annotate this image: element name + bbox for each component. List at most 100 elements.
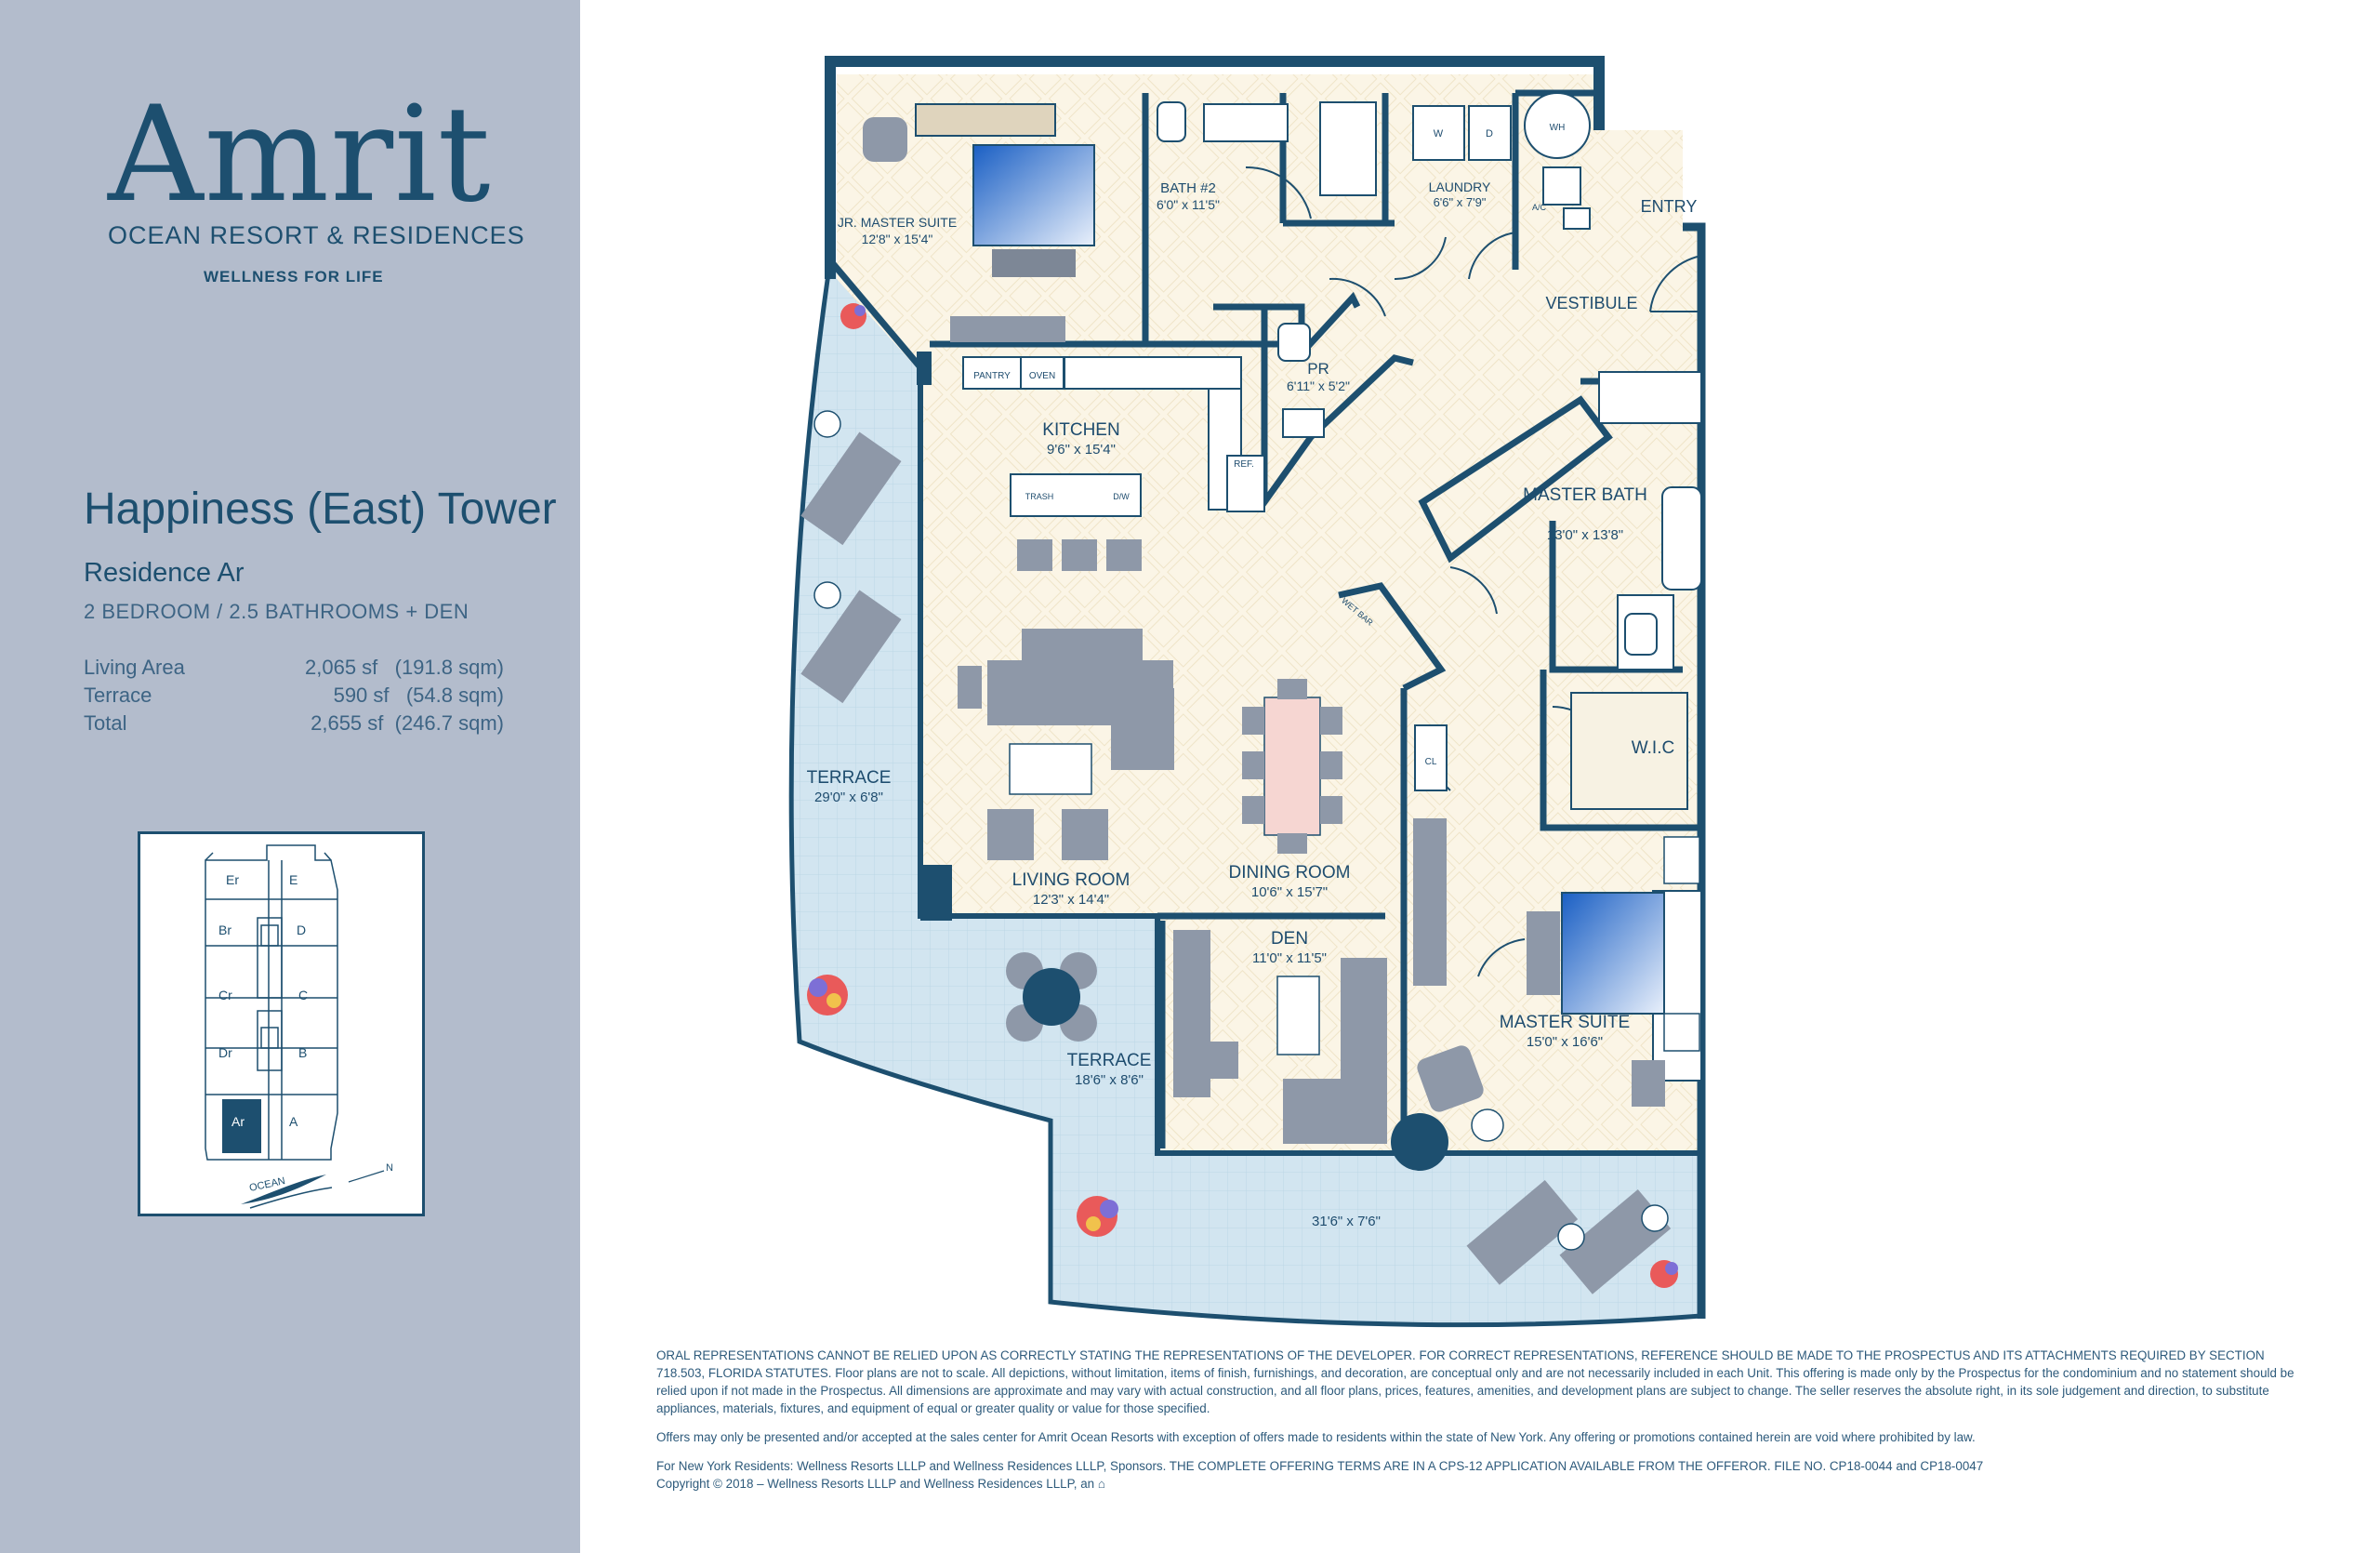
kitchen-counters bbox=[962, 356, 1265, 517]
residence-configuration: 2 BEDROOM / 2.5 BATHROOMS + DEN bbox=[84, 600, 469, 623]
room-label: ENTRY bbox=[1641, 197, 1698, 216]
washer-label: W bbox=[1434, 128, 1444, 139]
refrigerator-label: REF. bbox=[1234, 459, 1254, 470]
water-heater-label: WH bbox=[1550, 123, 1566, 133]
ac-label: A/C bbox=[1532, 203, 1547, 212]
living-furniture bbox=[958, 629, 1174, 860]
room-dims: 29'0" x 6'8" bbox=[814, 790, 883, 805]
ocean-wave-icon bbox=[241, 1175, 326, 1204]
disclaimer-paragraph: ORAL REPRESENTATIONS CANNOT BE RELIED UP… bbox=[656, 1348, 2294, 1415]
console-icon bbox=[950, 316, 1065, 342]
trash-label: TRASH bbox=[1025, 492, 1054, 501]
room-dims: 12'3" x 14'4" bbox=[1033, 892, 1109, 908]
column bbox=[1391, 1113, 1448, 1171]
sidebar: Amrit OCEAN RESORT & RESIDENCES WELLNESS… bbox=[0, 0, 580, 1553]
dryer-label: D bbox=[1486, 128, 1493, 139]
room-label: TERRACE bbox=[807, 768, 892, 788]
room-dims: 15'0" x 16'6" bbox=[1527, 1034, 1603, 1050]
unit-label-er: Er bbox=[226, 872, 239, 887]
bench-icon bbox=[1527, 911, 1560, 995]
chair-icon bbox=[1632, 1060, 1665, 1107]
area-row: Total 2,655 sf (246.7 sqm) bbox=[84, 711, 504, 739]
unit-label-a: A bbox=[289, 1114, 298, 1129]
key-plan: Er E Br D Cr C Dr B Ar A OCEAN N bbox=[138, 831, 425, 1216]
unit-label-dr: Dr bbox=[218, 1045, 232, 1060]
den-furniture bbox=[1173, 930, 1387, 1144]
unit-label-c: C bbox=[298, 988, 308, 1002]
nightstand-icon bbox=[1663, 836, 1700, 884]
area-label: Terrace bbox=[84, 684, 152, 707]
residence-name: Residence Ar bbox=[84, 558, 245, 588]
room-label: PR bbox=[1307, 360, 1329, 378]
area-table: Living Area 2,065 sf (191.8 sqm) Terrace… bbox=[84, 656, 504, 739]
room-label: JR. MASTER SUITE bbox=[838, 215, 957, 230]
room-dims: 11'0" x 11'5" bbox=[1252, 950, 1327, 966]
plant-icon bbox=[1077, 1196, 1118, 1237]
shower bbox=[1598, 371, 1702, 424]
room-dims: 6'0" x 11'5" bbox=[1157, 197, 1220, 212]
bar-stools bbox=[1017, 539, 1142, 571]
terrace-dining-set bbox=[1006, 952, 1097, 1042]
closet bbox=[1414, 724, 1448, 791]
terrace-loungers bbox=[800, 431, 1672, 1294]
legal-disclaimer: ORAL REPRESENTATIONS CANNOT BE RELIED UP… bbox=[656, 1347, 2302, 1504]
disclaimer-paragraph: Offers may only be presented and/or acce… bbox=[656, 1430, 1976, 1444]
unit-label-cr: Cr bbox=[218, 988, 232, 1002]
pantry-label: PANTRY bbox=[973, 371, 1011, 381]
room-label: TERRACE bbox=[1067, 1051, 1152, 1070]
area-row: Terrace 590 sf (54.8 sqm) bbox=[84, 684, 504, 711]
room-dims: 9'6" x 15'4" bbox=[1047, 442, 1116, 458]
unit-label-d: D bbox=[297, 923, 306, 937]
unit-label-br: Br bbox=[218, 923, 231, 937]
brand-subtitle: OCEAN RESORT & RESIDENCES bbox=[108, 221, 525, 249]
room-label: MASTER SUITE bbox=[1500, 1013, 1630, 1032]
bed-icon bbox=[972, 144, 1095, 246]
room-label: KITCHEN bbox=[1042, 420, 1119, 440]
walk-in-closet bbox=[1570, 692, 1688, 810]
room-dims: 6'6" x 7'9" bbox=[1434, 195, 1487, 209]
brand-logo: Amrit bbox=[108, 78, 492, 232]
den-table bbox=[1276, 976, 1320, 1055]
disclaimer-paragraph: For New York Residents: Wellness Resorts… bbox=[656, 1459, 1984, 1473]
room-dims: 13'0" x 13'8" bbox=[1547, 527, 1623, 543]
armchair-icon bbox=[1417, 1045, 1484, 1112]
column bbox=[920, 865, 952, 921]
pr-fixtures bbox=[1277, 323, 1325, 438]
armchair-icon bbox=[863, 117, 907, 162]
room-label: VESTIBULE bbox=[1545, 294, 1637, 312]
room-label: MASTER BATH bbox=[1523, 485, 1647, 505]
bath2-fixtures bbox=[1157, 101, 1377, 196]
plant-icon bbox=[807, 975, 848, 1015]
copyright: Copyright © 2018 – Wellness Resorts LLLP… bbox=[656, 1477, 1105, 1491]
room-label: DEN bbox=[1271, 929, 1308, 949]
closet-label: CL bbox=[1425, 757, 1437, 767]
area-value: 590 sf (54.8 sqm) bbox=[333, 684, 504, 707]
brand-tagline: WELLNESS FOR LIFE bbox=[204, 268, 384, 285]
room-dims: 12'8" x 15'4" bbox=[862, 232, 933, 246]
oven-label: OVEN bbox=[1029, 371, 1055, 381]
unit-label-b: B bbox=[298, 1045, 307, 1060]
laundry-fixtures bbox=[1412, 92, 1591, 230]
unit-label-ar: Ar bbox=[231, 1114, 245, 1129]
room-label: BATH #2 bbox=[1160, 180, 1216, 196]
room-label: LAUNDRY bbox=[1429, 179, 1491, 194]
north-arrow-icon bbox=[348, 1170, 385, 1183]
area-value: 2,655 sf (246.7 sqm) bbox=[311, 711, 504, 735]
terrace-area bbox=[790, 260, 1701, 1325]
room-dims: 31'6" x 7'6" bbox=[1312, 1214, 1381, 1229]
master-bed-icon bbox=[1561, 892, 1665, 1015]
room-dims: 10'6" x 15'7" bbox=[1251, 884, 1328, 900]
room-dims: 18'6" x 8'6" bbox=[1075, 1072, 1144, 1088]
dining-chairs bbox=[1242, 679, 1342, 854]
tower-title: Happiness (East) Tower bbox=[84, 484, 557, 534]
column bbox=[917, 352, 932, 385]
room-label: LIVING ROOM bbox=[1012, 870, 1130, 890]
dining-table bbox=[1263, 697, 1321, 836]
nightstand-icon bbox=[1663, 1013, 1700, 1052]
media-console bbox=[1413, 818, 1447, 986]
room-dims: 6'11" x 5'2" bbox=[1287, 378, 1350, 393]
area-value: 2,065 sf (191.8 sqm) bbox=[305, 656, 504, 679]
north-label: N bbox=[386, 1162, 393, 1174]
room-label: DINING ROOM bbox=[1229, 863, 1351, 883]
